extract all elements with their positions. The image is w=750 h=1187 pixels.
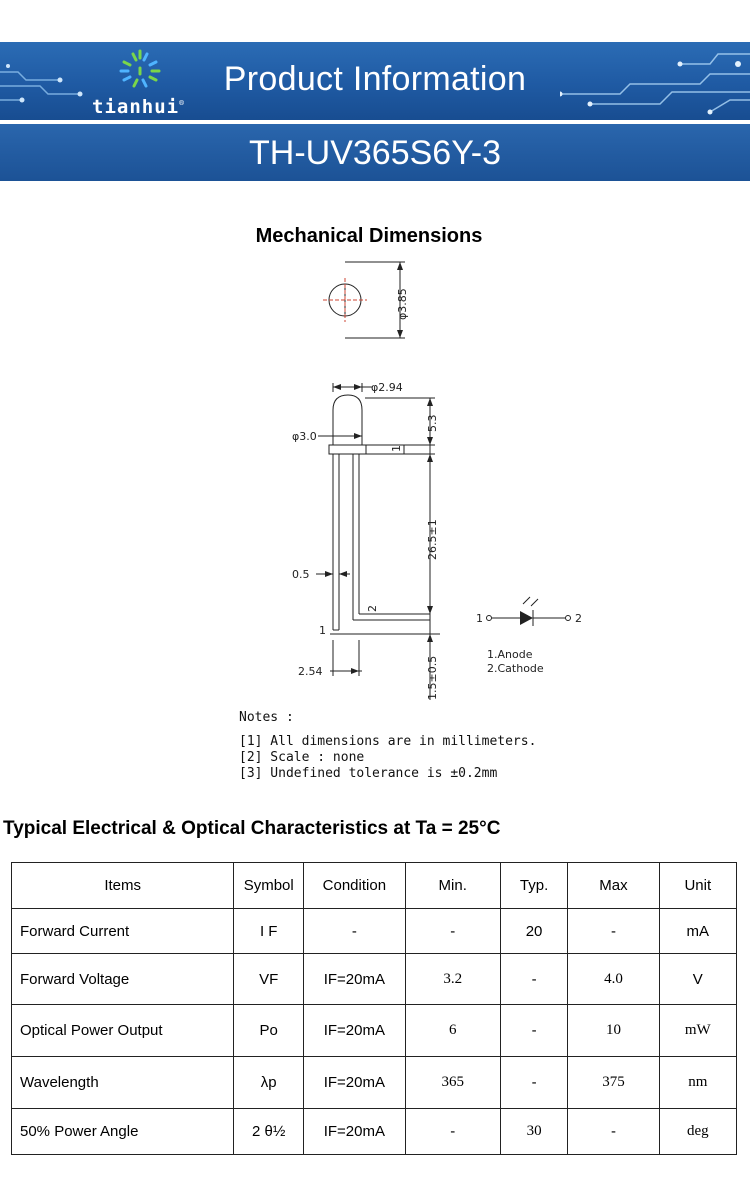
table-row: Forward Voltage VF IF=20mA 3.2 - 4.0 V [10,953,738,1005]
cell-unit: mA [658,908,738,954]
dim-flange-height: 1 [390,445,403,452]
pin-2-label: 2 [366,605,379,612]
cell-condition: IF=20mA [303,1108,406,1155]
notes: Notes : [1] All dimensions are in millim… [239,710,536,782]
dim-flange-diameter: φ3.0 [292,430,317,443]
cell-symbol: VF [233,953,305,1005]
cell-typ: 20 [499,908,569,954]
dim-body-height: 5.3 [426,415,439,433]
note-item: [3] Undefined tolerance is ±0.2mm [239,766,498,781]
cell-max: 10 [567,1004,660,1057]
dim-standoff: 1.5±0.5 [426,656,439,700]
mechanical-dimensions-title: Mechanical Dimensions [255,225,483,247]
cell-min: - [404,908,501,954]
characteristics-table: Items Symbol Condition Min. Typ. Max Uni… [10,862,738,1155]
dim-lead-width: 0.5 [292,568,310,581]
logo-mark-icon [119,49,161,88]
cell-max: - [567,1108,660,1155]
dim-lead-length: 26.5±1 [426,519,439,560]
cell-min: - [404,1108,501,1155]
cell-condition: - [303,908,406,954]
dim-top-diameter: φ3.85 [396,288,409,320]
cell-item: 50% Power Angle [10,1108,235,1155]
cell-typ: - [499,1004,569,1057]
cell-max: - [567,908,660,954]
cell-symbol: λp [233,1056,305,1109]
cell-condition: IF=20mA [303,953,406,1005]
cell-min: 365 [404,1056,501,1109]
note-item: [1] All dimensions are in millimeters. [239,734,537,749]
symbol-pin-2: 2 [575,612,582,625]
header-typ: Typ. [499,862,569,909]
logo-wordmark: tianhui® [92,96,185,118]
pin-1-label: 1 [319,624,326,637]
legend-cathode: 2.Cathode [487,662,544,675]
header-banner: tianhui® Product Information [0,42,750,120]
model-number: TH-UV365S6Y-3 [249,134,501,172]
cell-condition: IF=20mA [303,1056,406,1109]
cell-item: Wavelength [10,1056,235,1109]
header-unit: Unit [658,862,738,909]
notes-heading: Notes : [239,710,294,725]
cell-max: 4.0 [567,953,660,1005]
model-banner: TH-UV365S6Y-3 [0,124,750,181]
cell-unit: mW [658,1004,738,1057]
dim-pitch: 2.54 [298,665,323,678]
cell-item: Forward Voltage [10,953,235,1005]
cell-item: Forward Current [10,908,235,954]
table-row: Wavelength λp IF=20mA 365 - 375 nm [10,1056,738,1109]
dim-lens-diameter: φ2.94 [371,381,403,394]
cell-unit: V [658,953,738,1005]
cell-unit: nm [658,1056,738,1109]
cell-typ: - [499,953,569,1005]
cell-min: 6 [404,1004,501,1057]
tianhui-logo: tianhui® [88,46,198,118]
table-row: Forward Current I F - - 20 - mA [10,908,738,954]
header-max: Max [567,862,660,909]
header-min: Min. [404,862,501,909]
cell-unit: deg [658,1108,738,1155]
circuit-right-decoration [560,53,750,115]
symbol-pin-1: 1 [476,612,483,625]
legend-anode: 1.Anode [487,648,533,661]
header-items: Items [10,862,235,909]
circuit-left-decoration [0,64,83,103]
header-symbol: Symbol [233,862,305,909]
cell-condition: IF=20mA [303,1004,406,1057]
cell-min: 3.2 [404,953,501,1005]
cell-symbol: Po [233,1004,305,1057]
note-item: [2] Scale : none [239,750,365,765]
header-condition: Condition [303,862,406,909]
cell-max: 375 [567,1056,660,1109]
characteristics-title: Typical Electrical & Optical Characteris… [3,818,501,839]
table-row: Optical Power Output Po IF=20mA 6 - 10 m… [10,1004,738,1057]
page-title: Product Information [223,60,527,98]
table-header-row: Items Symbol Condition Min. Typ. Max Uni… [10,862,738,909]
cell-symbol: I F [233,908,305,954]
mechanical-drawing: φ3.85 φ2.94 φ3.0 5.3 1 26.5±1 0.5 2.54 1… [292,261,582,700]
cell-typ: 30 [499,1108,569,1155]
table-row: 50% Power Angle 2 θ½ IF=20mA - 30 - deg [10,1108,738,1155]
cell-item: Optical Power Output [10,1004,235,1057]
cell-typ: - [499,1056,569,1109]
cell-symbol: 2 θ½ [233,1108,305,1155]
diode-icon [520,611,533,625]
